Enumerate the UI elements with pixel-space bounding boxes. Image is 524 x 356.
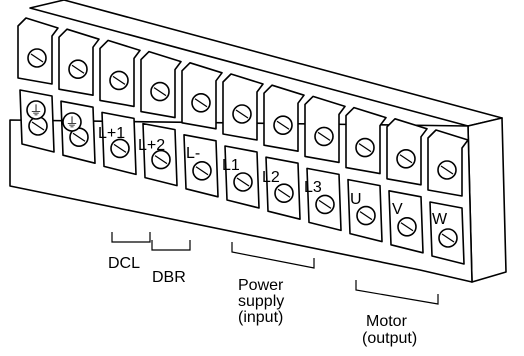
terminal-l1 [222, 73, 264, 209]
terminal-v-upper-screw-slot [399, 154, 413, 164]
group-label-power-2: supply [238, 293, 284, 310]
terminal-labels: L+1 L+2 L- L1 L2 L3 U V W [98, 125, 448, 228]
terminal-l-plus-1-lower-screw-slot [113, 143, 127, 153]
label-l1: L1 [222, 157, 240, 174]
group-label-motor-2: (output) [362, 330, 417, 347]
label-l2: L2 [262, 169, 280, 186]
terminal-l-minus [181, 62, 223, 198]
terminal-l-plus-1-upper-screw-slot [112, 75, 126, 85]
terminal-l-minus-lower-screw-slot [195, 166, 209, 176]
terminal-row [17, 17, 469, 265]
terminal-l3-upper-screw-slot [317, 131, 331, 141]
ground-circle-1 [26, 100, 46, 120]
group-label-power-1: Power [238, 277, 284, 294]
terminal-l3-lower-screw-slot [318, 199, 332, 209]
ground-symbol-2: ⏚ [65, 116, 78, 131]
group-labels: DCL DBR Power supply (input) Motor (outp… [108, 255, 417, 347]
terminal-ground-1-lower-screw-slot [31, 121, 45, 131]
bracket-dcl [111, 232, 151, 243]
terminal-l1-lower-screw-slot [236, 177, 250, 187]
group-brackets [111, 232, 439, 305]
group-label-motor-1: Motor [366, 313, 408, 330]
terminal-l-plus-2 [140, 50, 182, 187]
terminal-ground-1-upper-screw-slot [30, 53, 44, 63]
label-l-plus-2: L+2 [138, 137, 165, 154]
terminal-l2-upper-screw-slot [276, 120, 290, 130]
group-label-dbr: DBR [152, 269, 186, 286]
terminal-ground-1 [17, 17, 59, 153]
group-label-power-3: (input) [238, 309, 283, 326]
terminal-ground-2-lower-screw-slot [72, 132, 86, 142]
block-right-end [467, 117, 507, 283]
terminal-l-minus-upper-screw-slot [194, 98, 208, 108]
ground-symbol-1: ⏚ [29, 104, 42, 119]
terminal-l2 [263, 84, 305, 220]
terminal-u-lower-screw-slot [359, 211, 373, 221]
label-v: V [392, 201, 403, 218]
terminal-l1-upper-screw-slot [235, 109, 249, 119]
terminal-l-plus-2-lower-screw-slot [154, 155, 168, 165]
bracket-dbr [151, 240, 191, 251]
label-w: W [432, 211, 448, 228]
ground-circle-2 [62, 112, 82, 132]
terminal-w-upper-screw-slot [440, 165, 454, 175]
terminal-l2-lower-screw-slot [277, 188, 291, 198]
terminal-ground-2 [58, 28, 100, 164]
terminal-u-upper-screw-slot [358, 143, 372, 153]
label-l3: L3 [304, 179, 322, 196]
ground-terminal-group: ⏚ ⏚ [26, 100, 82, 132]
terminal-l3 [304, 95, 346, 232]
label-u: U [350, 191, 362, 208]
terminal-w [427, 129, 469, 265]
label-l-plus-1: L+1 [98, 125, 125, 142]
terminal-w-lower-screw-slot [441, 233, 455, 243]
terminal-l-plus-2-upper-screw-slot [153, 87, 167, 97]
terminal-v-lower-screw-slot [400, 222, 414, 232]
terminal-l-plus-1 [99, 39, 141, 176]
bracket-power [231, 242, 315, 269]
label-l-minus: L- [186, 145, 200, 162]
terminal-ground-2-upper-screw-slot [71, 64, 85, 74]
bracket-motor [355, 280, 439, 305]
terminal-v [386, 118, 428, 254]
terminal-u [345, 106, 387, 243]
group-label-dcl: DCL [108, 255, 140, 272]
